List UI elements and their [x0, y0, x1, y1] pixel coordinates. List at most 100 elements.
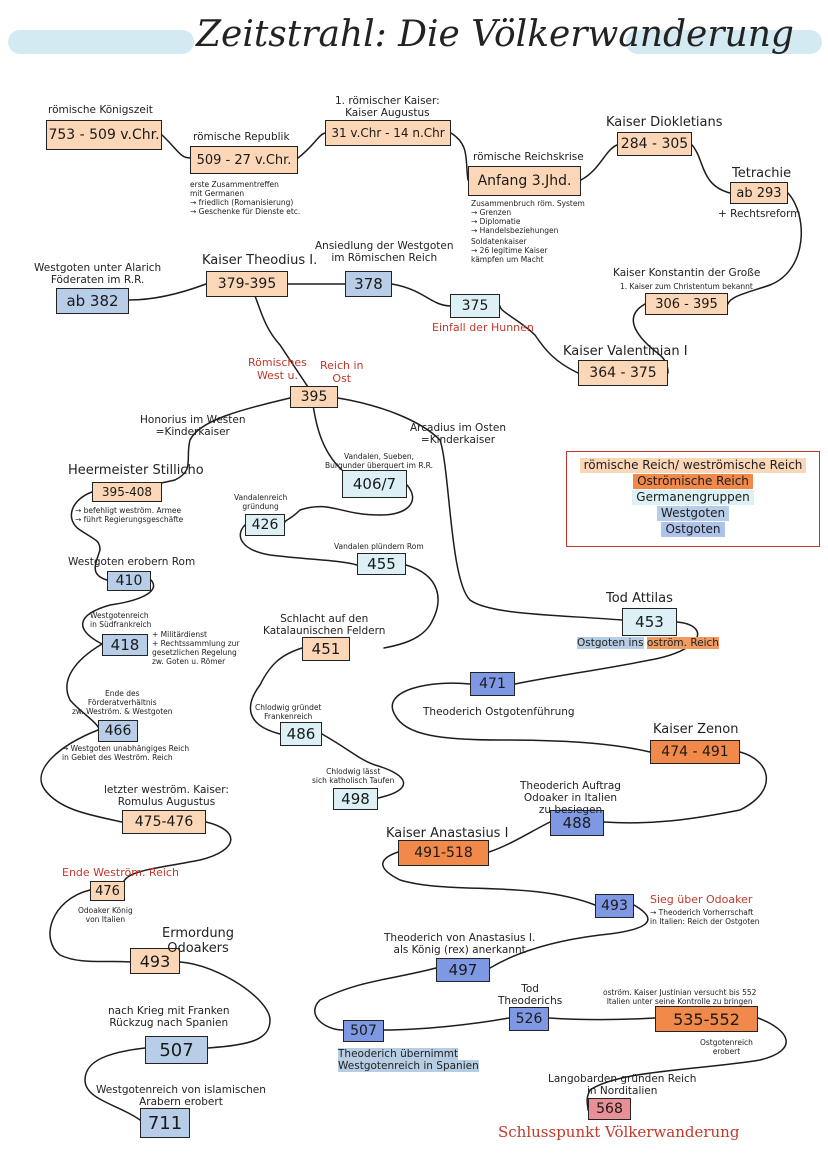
event-box-410: 410: [107, 571, 151, 591]
label-hunnen: Einfall der Hunnen: [432, 321, 534, 334]
label-republik: römische Republik: [193, 131, 290, 143]
label-zusammenbruch: Zusammenbruch röm. System → Grenzen → Di…: [471, 199, 585, 235]
event-box-379-395: 379-395: [206, 271, 288, 297]
event-box-488: 488: [550, 810, 604, 836]
label-chlodwig: Chlodwig gründet Frankenreich: [255, 703, 322, 721]
label-augustus: 1. römischer Kaiser: Kaiser Augustus: [335, 95, 440, 119]
connector: [488, 821, 551, 853]
event-box-493-ermordung: 493: [130, 948, 180, 974]
connector: [383, 1017, 510, 1031]
label-taufe: Chlodwig lässt sich katholisch Taufen: [312, 767, 395, 785]
event-box-493-sieg: 493: [595, 894, 634, 918]
label-germanen-note: erste Zusammentreffen mit Germanen → fri…: [190, 180, 301, 216]
connector: [40, 729, 123, 823]
event-box-395-408: 395-408: [92, 482, 162, 502]
event-box-306-395: 306 - 395: [645, 293, 728, 315]
legend: römische Reich/ weströmische Reich Oströ…: [566, 451, 820, 547]
connector: [128, 283, 207, 301]
label-vorherrschaft: → Theoderich Vorherrschaft in Italien: R…: [650, 908, 760, 926]
label-arabern: Westgotenreich von islamischen Arabern e…: [96, 1084, 266, 1108]
legend-item-ostgoten: Ostgoten: [661, 522, 725, 537]
label-konstantin: Kaiser Konstantin der Große: [613, 267, 761, 279]
event-box-476: 476: [90, 881, 125, 901]
label-arcadius: Arcadius im Osten =Kinderkaiser: [410, 422, 506, 446]
connector: [580, 144, 618, 181]
label-ostgotenfuehrung: Theoderich Ostgotenführung: [423, 706, 575, 718]
event-box-507-ostgoten: 507: [343, 1020, 384, 1042]
connector: [179, 961, 271, 1049]
connector: [284, 484, 414, 523]
label-sieg-odoaker: Sieg über Odoaker: [650, 893, 753, 906]
connector: [161, 134, 191, 159]
connector: [70, 491, 108, 581]
label-zenon: Kaiser Zenon: [653, 722, 739, 737]
connector: [66, 643, 103, 731]
label-rex: Theoderich von Anastasius I. als König (…: [384, 932, 536, 956]
label-suedfrankreich: Westgotenreich in Südfrankreich: [90, 611, 152, 629]
connector: [249, 647, 303, 735]
label-vandalenreich: Vandalenreich gründung: [234, 493, 288, 511]
connector: [297, 132, 326, 159]
label-diokletian: Kaiser Diokletians: [606, 115, 723, 130]
label-honorius: Honorius im Westen =Kinderkaiser: [140, 414, 246, 438]
label-soldatenkaiser: Soldatenkaiser → 26 legitime Kaiser kämp…: [471, 237, 548, 264]
event-box-509-27: 509 - 27 v.Chr.: [190, 146, 298, 174]
label-langobarden: Langobarden gründen Reich in Norditalien: [548, 1073, 697, 1097]
event-box-491-518: 491-518: [398, 840, 489, 866]
connector: [489, 904, 649, 969]
label-westgoten-rom: Westgoten erobern Rom: [68, 556, 196, 568]
event-box-453: 453: [622, 608, 677, 636]
event-box-474-491: 474 - 491: [650, 740, 740, 764]
event-box-395: 395: [290, 386, 338, 408]
event-box-406-7: 406/7: [342, 470, 407, 498]
event-box-364-375: 364 - 375: [578, 360, 668, 386]
label-militaer: + Militärdienst + Rechtssammlung zur ges…: [152, 630, 240, 666]
page-title: Zeitstrahl: Die Völkerwanderung: [196, 14, 794, 55]
event-box-753-509: 753 - 509 v.Chr.: [46, 120, 162, 150]
label-rechtsreform: + Rechtsreform: [718, 208, 801, 220]
connector: [391, 283, 451, 307]
label-ermordung: Ermordung Odoakers: [162, 926, 235, 956]
event-box-507-westgoten: 507: [145, 1036, 208, 1064]
connector: [727, 192, 803, 305]
connector: [691, 144, 731, 194]
event-box-375: 375: [450, 294, 500, 318]
label-romulus: letzter weström. Kaiser: Romulus Augustu…: [104, 784, 229, 808]
label-koenigszeit: römische Königszeit: [48, 104, 153, 116]
event-box-711: 711: [140, 1108, 190, 1138]
connector: [514, 621, 699, 685]
legend-item-roemisch: römische Reich/ weströmische Reich: [579, 458, 807, 473]
label-alarich: Westgoten unter Alarich Föderaten im R.R…: [34, 262, 162, 286]
label-franken: nach Krieg mit Franken Rückzug nach Span…: [108, 1005, 230, 1029]
connector: [84, 1047, 146, 1121]
event-box-anfang-3-jhd: Anfang 3.Jhd.: [468, 166, 581, 196]
label-ende-westroem: Ende Weström. Reich: [62, 866, 179, 879]
legend-item-ostroemisch: Oströmische Reich: [633, 474, 753, 489]
event-box-378: 378: [345, 271, 392, 297]
connector: [239, 524, 358, 566]
label-ostgotenreich-erobert: Ostgotenreich erobert: [700, 1038, 753, 1056]
event-box-ab-293: ab 293: [730, 182, 788, 204]
label-ostgoten-ins: Ostgoten ins oström. Reich: [577, 637, 719, 649]
title-ribbon-right: [626, 30, 822, 54]
event-box-284-305: 284 - 305: [617, 132, 692, 156]
event-box-31-14: 31 v.Chr - 14 n.Chr: [325, 120, 451, 146]
connector: [314, 967, 437, 1031]
label-vandalen-pluendern: Vandalen plündern Rom: [334, 542, 424, 551]
legend-item-germanen: Germanengruppen: [632, 490, 754, 505]
event-box-498: 498: [333, 788, 378, 810]
label-vandalen-sueben: Vandalen, Sueben, Burgunder überquert im…: [325, 452, 434, 470]
event-box-535-552: 535-552: [655, 1006, 758, 1032]
event-box-497: 497: [436, 958, 490, 982]
label-attila: Tod Attilas: [606, 591, 673, 606]
label-theodius: Kaiser Theodius I.: [202, 253, 318, 268]
label-christentum: 1. Kaiser zum Christentum bekannt: [620, 282, 753, 291]
event-box-ab-382: ab 382: [56, 288, 129, 314]
connector: [548, 1017, 656, 1021]
connector: [586, 1017, 787, 1111]
label-anastasius: Kaiser Anastasius I: [386, 826, 509, 841]
connector: [121, 821, 232, 891]
connector: [49, 889, 131, 963]
connector: [382, 851, 596, 906]
